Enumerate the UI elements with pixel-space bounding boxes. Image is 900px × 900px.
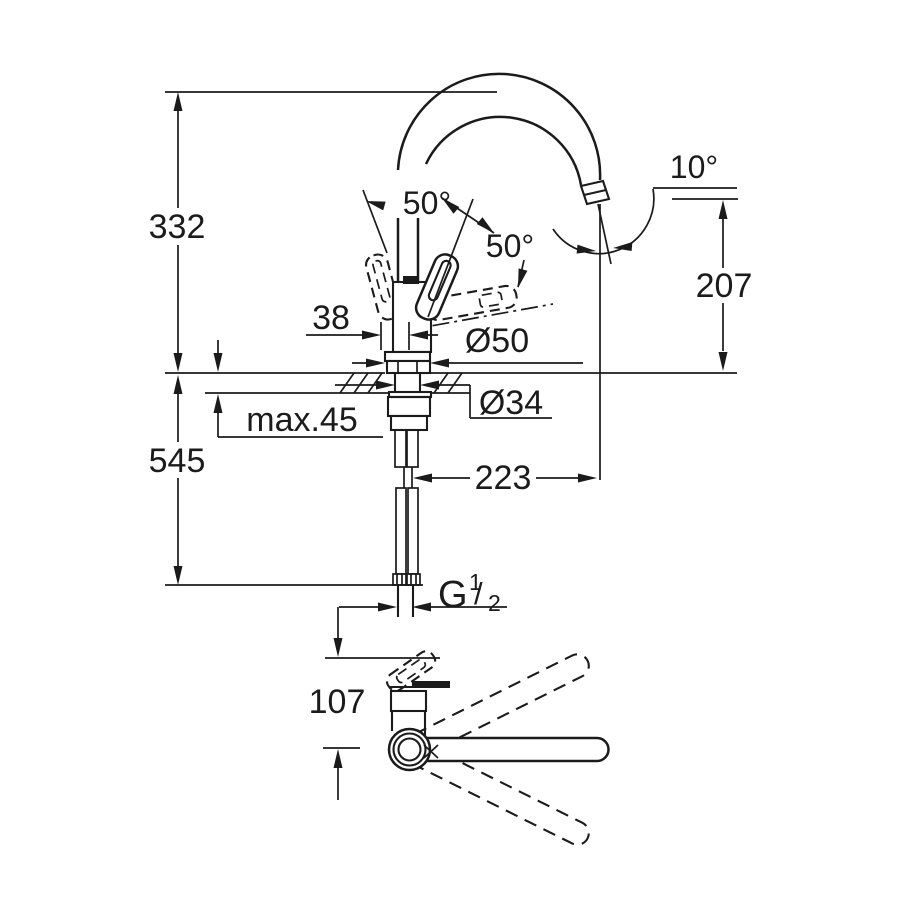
dim-223: 223	[432, 459, 578, 497]
dim-10deg: 10°	[552, 149, 737, 480]
plan-body	[389, 681, 450, 737]
thread-numerator: 1	[469, 569, 482, 595]
dimension-arrowheads	[173, 92, 728, 768]
dim-G12: G 1 / 2	[339, 569, 507, 616]
swivel-center-mark	[423, 744, 439, 759]
hose-fitting-left	[392, 573, 407, 586]
spout-aerator	[579, 179, 611, 206]
dim-545: 545	[149, 394, 423, 586]
hose-fitting-right	[406, 573, 421, 586]
outlet-tilt-line	[597, 203, 612, 265]
hose-braided-right	[407, 487, 419, 575]
dim-50deg-back-label: 50°	[403, 185, 451, 221]
dim-38-label: 38	[312, 299, 350, 337]
dim-dia50-label: Ø50	[465, 322, 529, 360]
side-view	[165, 72, 737, 617]
plan-view	[385, 650, 610, 846]
riser-tube	[396, 218, 420, 282]
base-flange	[383, 350, 432, 375]
hose-upper-right	[406, 429, 419, 468]
dim-dia34: Ø34	[335, 384, 552, 422]
thread-nipple	[396, 585, 415, 617]
knurled-nut	[386, 395, 432, 418]
handle-hinge	[403, 276, 419, 284]
countertop	[165, 372, 737, 394]
dim-223-label: 223	[475, 459, 532, 497]
plan-lever-bar	[412, 681, 450, 688]
dim-dia34-label: Ø34	[479, 384, 543, 422]
dim-332-label: 332	[149, 208, 206, 246]
spout-inner-arc	[424, 115, 583, 186]
angle-arc-10	[552, 188, 655, 255]
nut-collar	[389, 414, 429, 432]
dim-10deg-label: 10°	[670, 149, 718, 185]
thread-slash: /	[474, 576, 483, 611]
spout-outer-arc	[396, 72, 602, 181]
plan-swivel-joint	[387, 727, 439, 772]
deck-hatching	[339, 372, 463, 394]
dim-50deg-front-label: 50°	[486, 228, 534, 264]
dim-max45-label: max.45	[246, 401, 358, 439]
dim-107-label: 107	[309, 683, 366, 721]
handle-solid	[414, 253, 460, 321]
handle-dashed-front	[402, 284, 554, 332]
hose-braided-left	[395, 487, 407, 575]
thread-letter: G	[438, 574, 468, 616]
dim-207-label: 207	[696, 267, 753, 305]
hose-upper-left	[394, 429, 407, 468]
dim-545-label: 545	[149, 442, 206, 480]
handle-axis-centerline	[402, 303, 554, 332]
dim-107: 107	[309, 607, 440, 800]
dim-max45: max.45	[217, 340, 383, 439]
plan-body-cap	[389, 689, 428, 713]
dim-207: 207	[672, 198, 753, 351]
hose-bare-section	[403, 467, 413, 488]
dim-dia50: Ø50	[352, 322, 583, 364]
mounting-assembly	[386, 373, 433, 617]
plan-handle-dashed	[385, 650, 437, 692]
plan-spout-solid	[408, 736, 610, 763]
thread-denominator: 2	[488, 590, 501, 616]
dim-332: 332	[149, 91, 497, 353]
threaded-shank	[393, 373, 422, 392]
dim-38: 38	[306, 299, 438, 350]
dim-50deg-back: 50°	[362, 185, 495, 254]
